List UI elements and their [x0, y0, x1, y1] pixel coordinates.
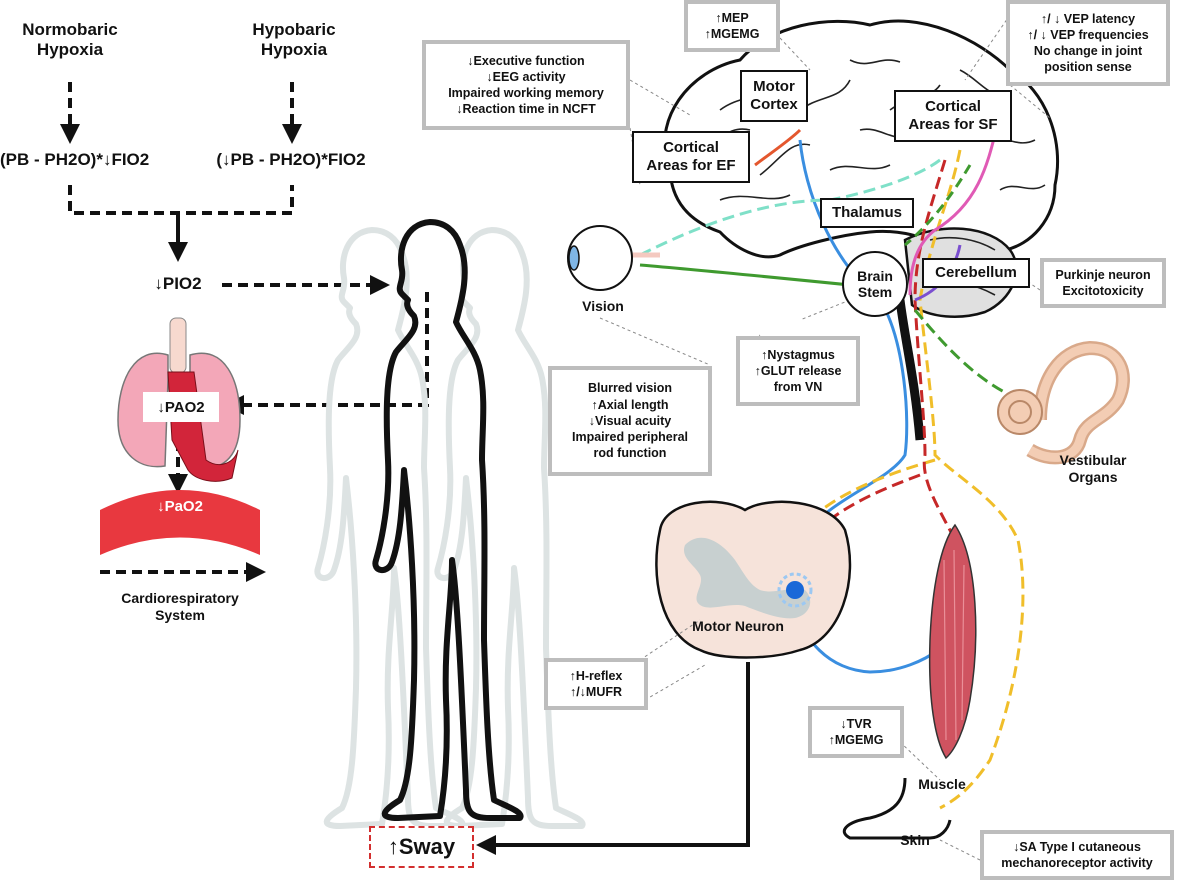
cerebellum-label: Cerebellum — [922, 258, 1030, 288]
brain-illustration — [663, 19, 1060, 441]
note-tvr: ↓TVR ↑MGEMG — [808, 706, 904, 758]
note-purkinje: Purkinje neuron Excitotoxicity — [1040, 258, 1166, 308]
skin-label: Skin — [900, 832, 930, 848]
alveolar-po2-label: ↓PAO2 — [143, 392, 219, 422]
human-silhouette — [372, 219, 524, 821]
note-mep: ↑MEP ↑MGEMG — [684, 0, 780, 52]
vision-label: Vision — [582, 298, 624, 314]
sway-label: ↑Sway — [369, 826, 474, 868]
brain-stem-label: Brain Stem — [842, 251, 908, 317]
vestibular-canals-fill — [1027, 343, 1128, 462]
note-nystagmus: ↑Nystagmus ↑GLUT release from VN — [736, 336, 860, 406]
note-vep: ↑/ ↓ VEP latency ↑/ ↓ VEP frequencies No… — [1006, 0, 1170, 86]
arterial-po2-label: ↓PaO2 — [157, 498, 203, 515]
green-ascending — [904, 164, 972, 247]
cochlea — [997, 389, 1043, 435]
grey-matter — [683, 537, 811, 619]
orange-ef-pathway — [754, 128, 802, 167]
motor-neuron-body — [786, 581, 804, 599]
body-silhouettes — [314, 219, 586, 829]
pio2-label: ↓PIO2 — [154, 274, 202, 293]
ghost-silhouette-back — [314, 227, 466, 829]
thalamus-label: Thalamus — [820, 198, 914, 228]
muscle-body — [928, 523, 977, 760]
motor-to-sway-arrow — [476, 662, 750, 855]
magenta-pathway — [908, 114, 1002, 296]
artery-band — [100, 490, 260, 555]
green-vision-pathway — [639, 263, 861, 288]
lungs-illustration — [100, 317, 260, 555]
vestibular-label: Vestibular Organs — [1059, 452, 1127, 485]
cardiorespiratory-label: Cardiorespiratory System — [121, 590, 239, 623]
spinal-cord-section — [655, 500, 852, 659]
note-vision: Blurred vision ↑Axial length ↓Visual acu… — [548, 366, 712, 476]
note-sa-type-i: ↓SA Type I cutaneous mechanoreceptor act… — [980, 830, 1174, 880]
note-executive-function: ↓Executive function ↓EEG activity Impair… — [422, 40, 630, 130]
iris — [568, 245, 580, 271]
normobaric-formula: (PB - PH2O)*↓FIO2 — [0, 150, 150, 169]
merge-line — [68, 185, 294, 215]
vestibular-illustration — [997, 340, 1130, 465]
teal-visual-pathway — [639, 158, 941, 257]
hypobaric-label: Hypobaric Hypoxia — [252, 20, 336, 60]
eye-illustration — [567, 225, 660, 291]
muscle-label: Muscle — [918, 776, 966, 792]
ghost-silhouette-front — [434, 227, 586, 829]
trachea — [169, 317, 187, 374]
motor-neuron-label: Motor Neuron — [692, 618, 784, 634]
foot-outline — [842, 777, 952, 840]
red-pathway — [913, 159, 957, 541]
eyeball — [567, 225, 633, 291]
hypobaric-formula: (↓PB - PH2O)*FIO2 — [216, 150, 366, 169]
spinal-cord-tract — [895, 299, 925, 441]
note-h-reflex: ↑H-reflex ↑/↓MUFR — [544, 658, 648, 710]
green-vestibular-pathway — [913, 309, 1011, 397]
muscle-illustration — [928, 523, 977, 760]
normobaric-label: Normobaric Hypoxia — [22, 20, 118, 60]
